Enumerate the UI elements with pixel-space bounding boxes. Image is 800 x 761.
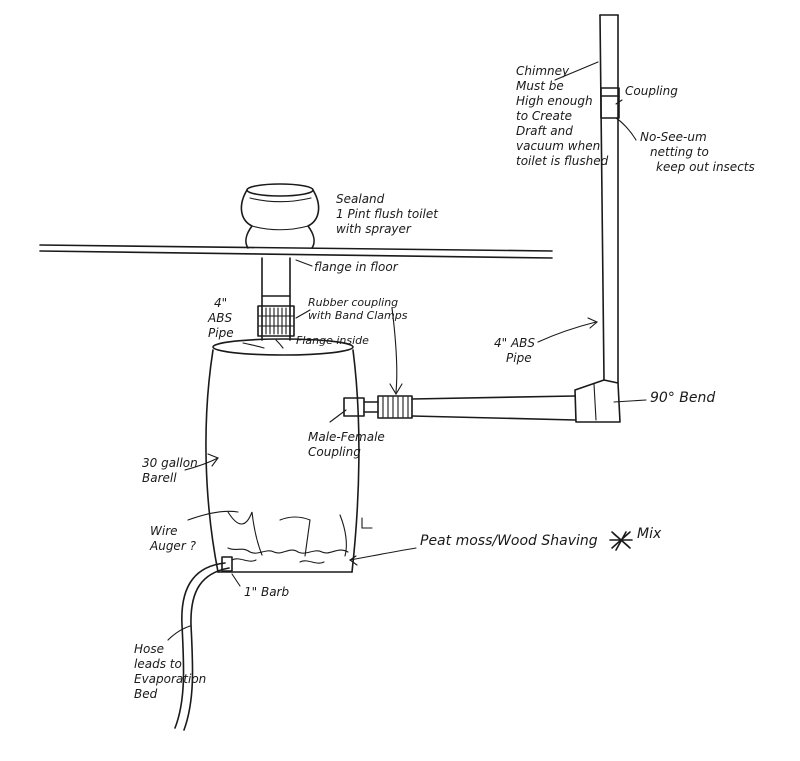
chimney-line: to Create	[516, 109, 572, 123]
hose-line: Bed	[134, 687, 158, 701]
barrel-line: Barell	[142, 471, 177, 485]
flange-inside-label: Flange inside	[296, 334, 369, 347]
rubber-coupling-line: with Band Clamps	[308, 309, 408, 322]
abs-pipe-line: ABS	[208, 311, 233, 325]
hose	[174, 556, 233, 731]
coupling-top-label: Coupling	[625, 84, 678, 98]
chimney-line: High enough	[516, 94, 593, 108]
rubber-coupling-line: Rubber coupling	[308, 296, 399, 309]
netting-line: keep out insects	[656, 160, 755, 174]
barrel-label: 30 gallon Barell	[142, 456, 198, 486]
netting-label: No-See-um netting to keep out insects	[640, 130, 755, 175]
rubber-coupling	[257, 305, 295, 337]
chimney-label: Chimney Must be High enough to Create Dr…	[516, 64, 608, 169]
abs-pipe-right-line: Pipe	[506, 351, 532, 365]
hose-label: Hose leads to Evaporation Bed	[134, 642, 206, 702]
male-female-line: Coupling	[308, 445, 361, 459]
barb-label: 1" Barb	[244, 585, 290, 599]
toilet-line: Sealand	[336, 192, 385, 206]
male-female-label: Male-Female Coupling	[308, 430, 385, 460]
abs-pipe-right-line: 4" ABS	[494, 336, 536, 350]
netting-line: No-See-um	[640, 130, 707, 144]
toilet-line: 1 Pint flush toilet	[336, 207, 438, 221]
flange-floor-label: flange in floor	[314, 260, 398, 274]
male-female-line: Male-Female	[308, 430, 385, 444]
abs-pipe-left-label: 4" ABS Pipe	[208, 296, 234, 341]
chimney-line: vacuum when	[516, 139, 601, 153]
floor	[39, 244, 553, 259]
wire-auger-line: Wire	[150, 524, 178, 538]
scribble-mark	[609, 531, 633, 551]
toilet-bowl	[240, 183, 320, 249]
hose-line: leads to	[134, 657, 182, 671]
barrel-line: 30 gallon	[142, 456, 198, 470]
leader-lines	[167, 61, 647, 641]
hose-line: Hose	[134, 642, 164, 656]
chimney-line: Must be	[516, 79, 564, 93]
mix-label: Mix	[637, 526, 662, 542]
toilet-line: with sprayer	[336, 222, 411, 236]
netting-line: netting to	[650, 145, 709, 159]
rubber-coupling-label: Rubber coupling with Band Clamps	[308, 296, 407, 322]
toilet-label: Sealand 1 Pint flush toilet with sprayer	[336, 192, 438, 237]
peat-label: Peat moss/Wood Shaving	[420, 533, 598, 549]
wire-auger-label: Wire Auger ?	[150, 524, 196, 554]
abs-pipe-line: Pipe	[208, 326, 234, 340]
vent-pipe-horizontal	[343, 395, 576, 421]
bend-90	[574, 379, 621, 423]
chimney-line: Draft and	[516, 124, 573, 138]
bend-label: 90° Bend	[650, 390, 716, 406]
abs-pipe-right-label: 4" ABS Pipe	[494, 336, 535, 366]
chimney-line: toilet is flushed	[516, 154, 609, 168]
abs-pipe-line: 4"	[214, 296, 228, 310]
chimney-line: Chimney	[516, 64, 570, 78]
hose-line: Evaporation	[134, 672, 207, 686]
barrel	[205, 338, 373, 573]
wire-auger-line: Auger ?	[150, 539, 196, 553]
chimney-pipe	[599, 14, 620, 384]
